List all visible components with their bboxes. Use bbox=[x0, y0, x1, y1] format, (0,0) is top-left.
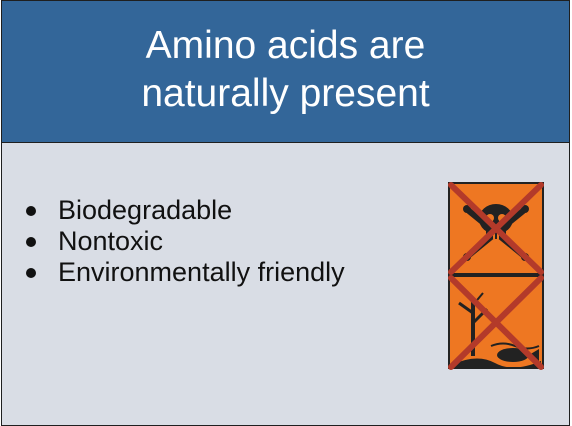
bullet-label: Nontoxic bbox=[58, 226, 164, 256]
bullet-item-biodegradable: Biodegradable bbox=[26, 195, 348, 226]
bullet-label: Environmentally friendly bbox=[58, 257, 345, 287]
bullet-list: Biodegradable Nontoxic Environmentally f… bbox=[26, 195, 348, 288]
crossed-hazard-symbols bbox=[448, 182, 544, 370]
bullet-dot-icon bbox=[26, 237, 36, 247]
bullet-item-nontoxic: Nontoxic bbox=[26, 226, 348, 257]
bullet-item-environmentally-friendly: Environmentally friendly bbox=[26, 257, 348, 288]
header-banner: Amino acids are naturally present bbox=[1, 0, 570, 143]
content-panel: Biodegradable Nontoxic Environmentally f… bbox=[1, 143, 570, 426]
red-x-cross-icon bbox=[448, 182, 544, 370]
slide-title: Amino acids are naturally present bbox=[141, 23, 430, 115]
bullet-dot-icon bbox=[26, 268, 36, 278]
bullet-label: Biodegradable bbox=[58, 195, 233, 225]
bullet-dot-icon bbox=[26, 206, 36, 216]
